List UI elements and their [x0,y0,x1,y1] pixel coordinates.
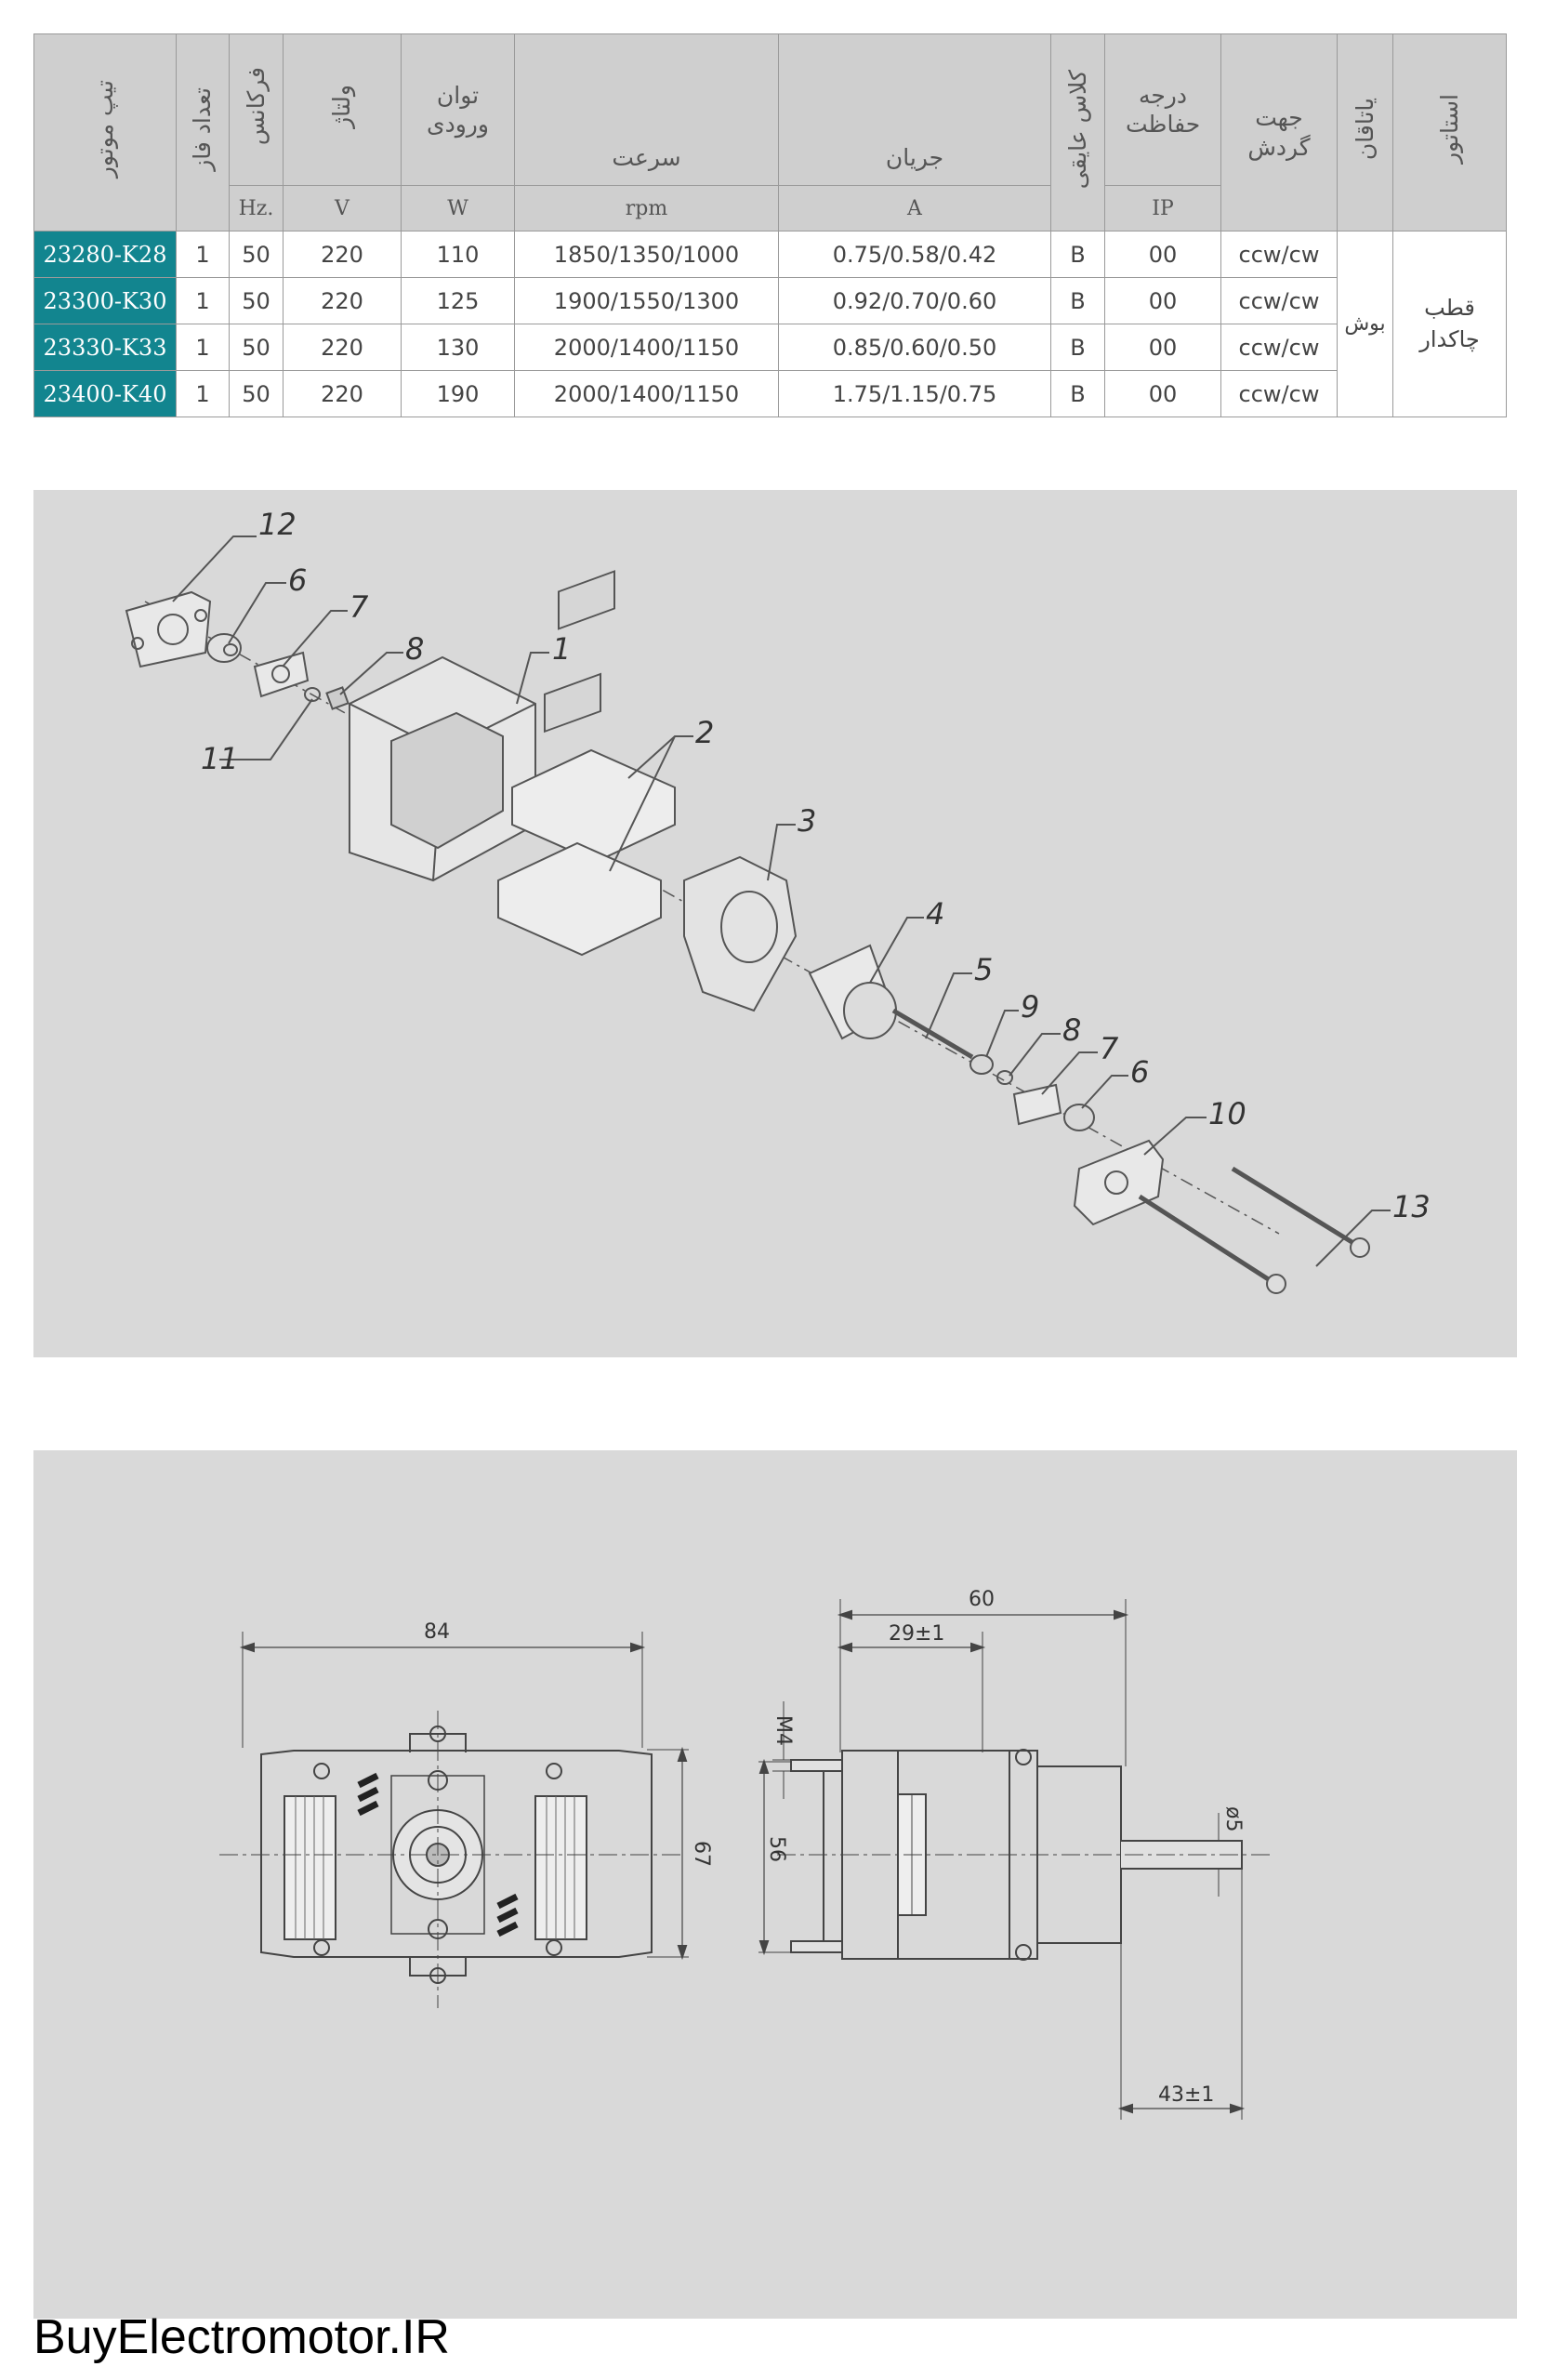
dim-front-height: 67 [690,1841,713,1867]
volt-cell: 220 [283,324,402,371]
part-label: 6 [1130,1054,1149,1090]
unit-volt: V [283,185,402,231]
freq-cell: 50 [229,370,284,417]
header-bearing: یاتاقان [1337,33,1393,231]
power-cell: 125 [401,277,515,324]
ip-cell: 00 [1104,277,1221,324]
header-freq: فرکانس [229,33,284,186]
rotation-cell: ccw/cw [1220,370,1338,417]
freq-cell: 50 [229,324,284,371]
dim-side-height: 56 [765,1836,788,1862]
part-label: 7 [1100,1031,1119,1066]
header-row: تیپ موتور تعداد فاز فرکانس ولتاژ توان ور… [33,33,1507,231]
power-cell: 130 [401,324,515,371]
part-label: 4 [926,896,944,932]
dim-shaft-length: 43±1 [1158,2083,1214,2107]
header-volt: ولتاژ [283,33,402,186]
insulation-cell: B [1050,277,1105,324]
unit-row: Hz. V W rpm A IP [34,185,1507,231]
current-cell: 0.75/0.58/0.42 [778,231,1051,278]
bearing-cell: بوش [1337,231,1393,417]
unit-freq: Hz. [229,185,284,231]
part-label: 1 [552,631,571,667]
dim-shaft-dia: ø5 [1221,1806,1245,1831]
phase-cell: 1 [176,231,230,278]
phase-cell: 1 [176,324,230,371]
header-insulation: کلاس عایقی [1050,33,1105,231]
part-label: 3 [798,803,816,839]
header-stator: استاتور [1392,33,1507,231]
dim-side-offset: 29±1 [889,1622,944,1646]
header-speed: سرعت [514,33,779,186]
dim-front-width: 84 [424,1620,450,1644]
model-cell: 23330-K33 [33,324,177,371]
speed-cell: 1900/1550/1300 [514,277,779,324]
header-power: توان ورودی [401,33,515,186]
phase-cell: 1 [176,277,230,324]
part-label: 2 [695,715,714,750]
unit-speed: rpm [514,185,779,231]
rotation-cell: ccw/cw [1220,231,1338,278]
spec-table: تیپ موتور تعداد فاز فرکانس ولتاژ توان ور… [33,33,1507,417]
model-cell: 23300-K30 [33,277,177,324]
rotation-cell: ccw/cw [1220,277,1338,324]
dim-side-total: 60 [969,1588,995,1611]
unit-protection: IP [1104,185,1221,231]
power-cell: 190 [401,370,515,417]
speed-cell: 2000/1400/1150 [514,324,779,371]
dimension-drawing-panel: 84 67 60 29±1 M4 56 ø5 43±1 [33,1450,1517,2319]
part-label: 9 [1021,989,1039,1025]
freq-cell: 50 [229,231,284,278]
current-cell: 1.75/1.15/0.75 [778,370,1051,417]
table-row: 23300-K30 1 50 220 125 1900/1550/1300 0.… [33,277,1507,324]
power-cell: 110 [401,231,515,278]
freq-cell: 50 [229,277,284,324]
exploded-diagram: 12 6 7 8 11 1 2 3 4 5 9 8 7 6 10 13 [125,507,1431,1294]
part-label: 11 [201,741,239,776]
phase-cell: 1 [176,370,230,417]
header-phase: تعداد فاز [176,33,230,231]
ip-cell: 00 [1104,231,1221,278]
insulation-cell: B [1050,370,1105,417]
insulation-cell: B [1050,324,1105,371]
rotation-cell: ccw/cw [1220,324,1338,371]
volt-cell: 220 [283,277,402,324]
unit-current: A [778,185,1051,231]
volt-cell: 220 [283,231,402,278]
speed-cell: 2000/1400/1150 [514,370,779,417]
header-protection: درجه حفاظت [1104,33,1221,186]
header-rotation: جهت گردش [1220,33,1338,231]
dim-thread: M4 [772,1715,795,1746]
header-type: تیپ موتور [33,33,177,231]
exploded-view-panel: 12 6 7 8 11 1 2 3 4 5 9 8 7 6 10 13 [33,490,1517,1357]
part-label: 7 [349,589,369,625]
part-label: 6 [288,562,307,598]
table-row: 23280-K28 1 50 220 110 1850/1350/1000 0.… [33,231,1507,417]
brand-footer: BuyElectromotor.IR [33,2310,450,2364]
unit-power: W [401,185,515,231]
table-row: 23330-K33 1 50 220 130 2000/1400/1150 0.… [33,324,1507,371]
header-current: جریان [778,33,1051,186]
part-label: 13 [1392,1189,1431,1224]
volt-cell: 220 [283,370,402,417]
insulation-cell: B [1050,231,1105,278]
current-cell: 0.85/0.60/0.50 [778,324,1051,371]
model-cell: 23280-K28 [33,231,177,278]
dimension-drawing: 84 67 60 29±1 M4 56 ø5 43±1 [219,1588,1270,2120]
speed-cell: 1850/1350/1000 [514,231,779,278]
model-cell: 23400-K40 [33,370,177,417]
stator-cell: قطب چاکدار [1392,231,1507,417]
part-label: 10 [1208,1096,1246,1131]
ip-cell: 00 [1104,370,1221,417]
part-label: 8 [405,631,424,667]
current-cell: 0.92/0.70/0.60 [778,277,1051,324]
part-label: 8 [1062,1012,1081,1048]
part-label: 5 [974,952,993,987]
table-row: 23400-K40 1 50 220 190 2000/1400/1150 1.… [33,370,1507,417]
part-label: 12 [258,507,297,542]
ip-cell: 00 [1104,324,1221,371]
